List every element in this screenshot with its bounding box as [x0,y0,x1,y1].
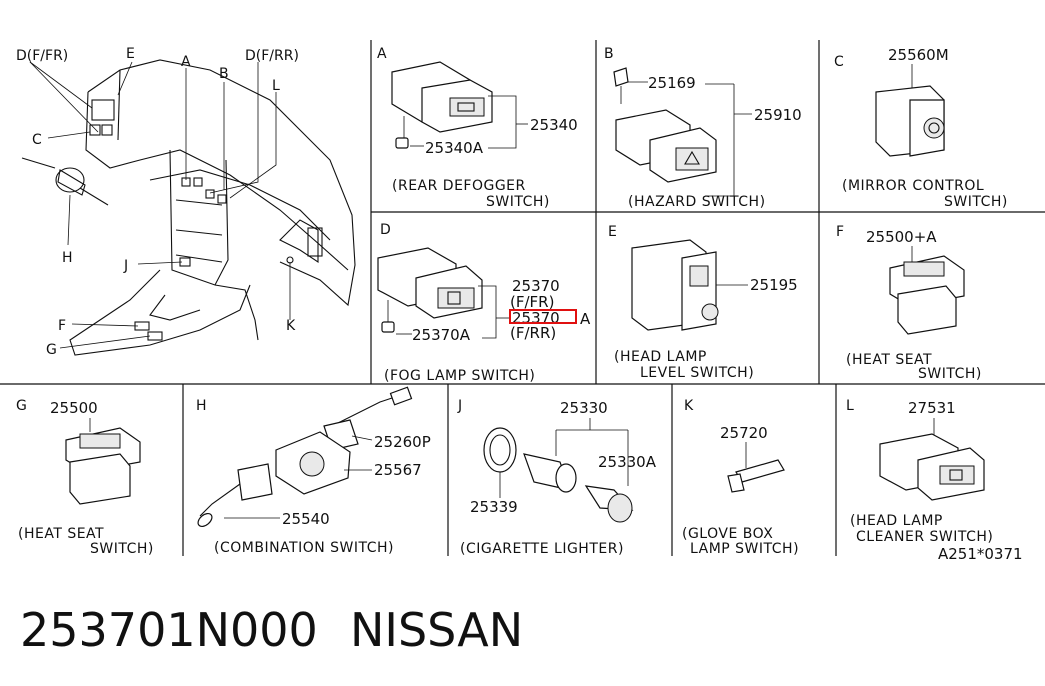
panel-a-caption-2: SWITCH) [486,194,550,210]
panel-c-caption-1: (MIRROR CONTROL [842,178,984,194]
panel-e-caption-1: (HEAD LAMP [614,349,707,365]
panel-j-part-25330: 25330 [560,399,608,417]
panel-l-caption-2: CLEANER SWITCH) [856,529,993,545]
panel-g-letter: G [16,398,27,414]
panel-d-part-25370a: 25370A [412,326,471,344]
panel-g-caption-2: SWITCH) [90,541,154,557]
callout-j: J [123,258,128,274]
callout-g: G [46,342,57,358]
panel-c-part-25560m: 25560M [888,46,949,64]
panel-l-caption-1: (HEAD LAMP [850,513,943,529]
panel-h-caption: (COMBINATION SWITCH) [214,540,394,556]
panel-k-part-25720: 25720 [720,424,768,442]
panel-b-hazard: B 25169 25910 (HAZARD SWITCH) [604,46,802,210]
panel-c-caption-2: SWITCH) [944,194,1008,210]
panel-l-headlamp-cleaner: L 27531 (HEAD LAMP CLEANER SWITCH) A251*… [846,398,1023,563]
callout-e: E [126,46,135,62]
panel-a-rear-defogger: A 25340 25340A (REAR DEFOGGER SWITCH) [377,46,578,210]
callout-f: F [58,318,66,334]
panel-d-label-f-fr: (F/FR) [510,293,554,311]
part-number-title: 253701N000 [20,603,318,657]
callout-a: A [181,54,191,70]
panel-d-fog-lamp: D 25370A 25370 (F/FR) 25370 A (F/RR) (FO… [377,222,591,384]
grid-lines [0,40,1045,556]
brand-name: NISSAN [350,603,523,657]
drawing-reference: A251*0371 [938,545,1023,563]
panel-b-part-25910: 25910 [754,106,802,124]
panel-f-caption-1: (HEAT SEAT [846,352,932,368]
panel-j-caption: (CIGARETTE LIGHTER) [460,541,624,557]
callout-k: K [286,318,296,334]
highlight-box [509,309,577,324]
panel-e-headlamp-level: E 25195 (HEAD LAMP LEVEL SWITCH) [608,224,798,381]
panel-g-heat-seat: G 25500 (HEAT SEAT SWITCH) [16,398,154,557]
callout-h: H [62,250,73,266]
panel-j-letter: J [457,398,462,414]
callout-c: C [32,132,42,148]
panel-d-part-25370-fr: 25370 [512,277,560,295]
callout-d-fr: D(F/FR) [16,48,68,64]
panel-c-letter: C [834,54,844,70]
panel-h-part-25260p: 25260P [374,433,431,451]
panel-d-letter: D [380,222,391,238]
panel-a-caption-1: (REAR DEFOGGER [392,178,526,194]
callout-d-rr: D(F/RR) [245,48,299,64]
panel-l-letter: L [846,398,854,414]
panel-b-part-25169: 25169 [648,74,696,92]
dashboard-overview: D(F/FR) E A B D(F/RR) L C H J F G K [16,46,356,358]
panel-k-caption-2: LAMP SWITCH) [690,541,799,557]
panel-d-suffix-a: A [580,310,591,328]
panel-f-part-25500-a: 25500+A [866,228,937,246]
panel-f-letter: F [836,224,844,240]
panel-h-letter: H [196,398,207,414]
callout-l: L [272,78,280,94]
callout-b: B [219,66,229,82]
panel-a-part-25340a: 25340A [425,139,484,157]
panel-h-part-25567: 25567 [374,461,422,479]
panel-h-part-25540: 25540 [282,510,330,528]
panel-a-letter: A [377,46,387,62]
panel-j-part-25330a: 25330A [598,453,657,471]
panel-h-combination-switch: H 25260P 25567 25540 (COMBINATION SWITCH… [196,386,431,556]
panel-e-part-25195: 25195 [750,276,798,294]
panel-g-part-25500: 25500 [50,399,98,417]
panel-c-mirror-control: C 25560M (MIRROR CONTROL SWITCH) [834,46,1008,210]
panel-e-letter: E [608,224,617,240]
panel-b-letter: B [604,46,614,62]
panel-k-caption-1: (GLOVE BOX [682,526,773,542]
panel-f-caption-2: SWITCH) [918,366,982,382]
panel-b-caption: (HAZARD SWITCH) [628,194,766,210]
panel-e-caption-2: LEVEL SWITCH) [640,365,754,381]
panel-k-glove-box: K 25720 (GLOVE BOX LAMP SWITCH) [682,398,799,557]
panel-j-cigarette-lighter: J 25330 25339 25330A (CIGARETTE LIGHTER) [457,398,657,557]
panel-d-caption: (FOG LAMP SWITCH) [384,368,535,384]
panel-k-letter: K [684,398,694,414]
panel-f-heat-seat: F 25500+A (HEAT SEAT SWITCH) [836,224,982,382]
panel-j-part-25339: 25339 [470,498,518,516]
panel-g-caption-1: (HEAT SEAT [18,526,104,542]
panel-d-label-f-rr: (F/RR) [510,324,556,342]
panel-l-part-27531: 27531 [908,399,956,417]
panel-a-part-25340: 25340 [530,116,578,134]
